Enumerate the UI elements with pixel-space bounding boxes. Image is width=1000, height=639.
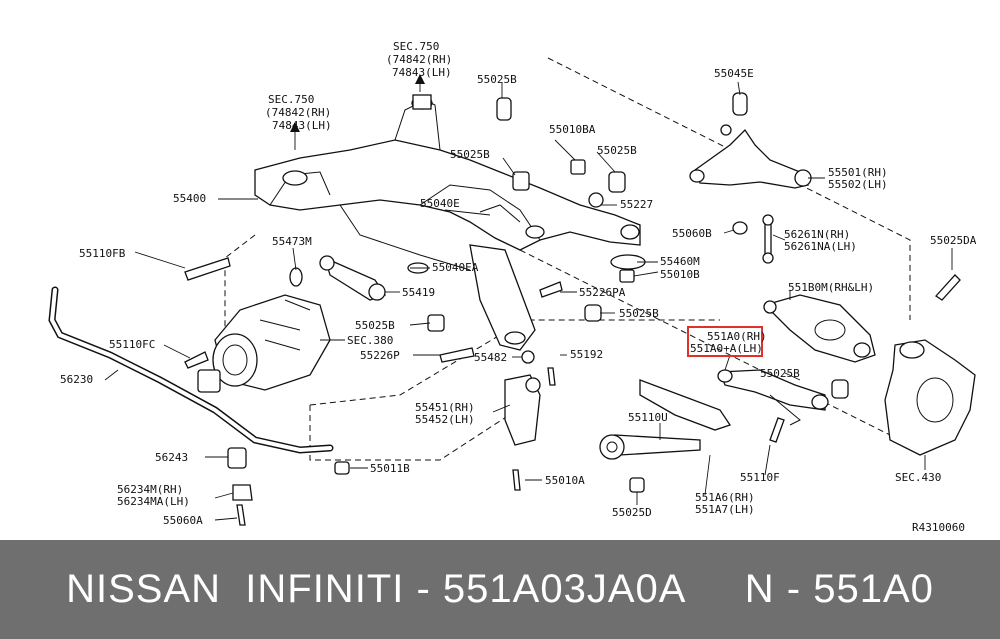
parts-diagram: SEC.750 (74842(RH) 74843(LH) SEC.750 (74… xyxy=(48,40,977,534)
label-55025DA: 55025DA xyxy=(930,234,977,247)
label-sec430: SEC.430 xyxy=(895,471,941,484)
label-551A0-rh: 551A0(RH) xyxy=(707,330,767,343)
label-55482: 55482 xyxy=(474,351,507,364)
label-55045E: 55045E xyxy=(714,67,754,80)
label-55025B-6: 55025B xyxy=(760,367,800,380)
stabilizer-bar-56230 xyxy=(48,286,334,501)
label-55060A: 55060A xyxy=(163,514,203,527)
label-55110FB: 55110FB xyxy=(79,247,126,260)
label-55501: 55501(RH) xyxy=(828,166,888,179)
label-55040E: 55040E xyxy=(420,197,460,210)
label-55010B: 55010B xyxy=(660,268,700,281)
differential-sec380 xyxy=(197,294,331,393)
label-55192: 55192 xyxy=(570,348,603,361)
frame-dashed-mid xyxy=(519,249,901,441)
label-55025D: 55025D xyxy=(612,506,652,519)
frame-dashed-left xyxy=(224,234,256,340)
label-56234MA: 56234MA(LH) xyxy=(117,495,190,508)
label-55473M: 55473M xyxy=(272,235,312,248)
label-55226P: 55226P xyxy=(360,349,400,362)
part-number-banner: NISSAN INFINITI - 551A03JA0A N - 551A0 xyxy=(0,540,1000,639)
label-55025B-1: 55025B xyxy=(477,73,517,86)
label-551B0M: 551B0M(RH&LH) xyxy=(788,281,874,294)
bracket-55451 xyxy=(504,374,541,446)
frame-dashed-upper xyxy=(547,57,911,320)
label-55400: 55400 xyxy=(173,192,206,205)
label-56261NA: 56261NA(LH) xyxy=(784,240,857,253)
label-55452: 55452(LH) xyxy=(415,413,475,426)
label-sec750-left: SEC.750 xyxy=(268,93,314,106)
arm-551A6 xyxy=(639,379,732,431)
label-55010A: 55010A xyxy=(545,474,585,487)
leader-lines xyxy=(104,81,953,521)
highlight-551A0 xyxy=(687,326,763,357)
label-55110U: 55110U xyxy=(628,411,668,424)
label-sec750-left-lh: 74843(LH) xyxy=(272,119,332,132)
frame-dashed-bottom xyxy=(309,394,541,461)
label-55419: 55419 xyxy=(402,286,435,299)
label-55226PA: 55226PA xyxy=(579,286,626,299)
fasteners xyxy=(184,97,961,526)
label-55110FC: 55110FC xyxy=(109,338,155,351)
lower-link-551A0 xyxy=(717,369,829,426)
label-55011B: 55011B xyxy=(370,462,410,475)
label-551A7: 551A7(LH) xyxy=(695,503,755,516)
label-55025B-3: 55025B xyxy=(597,144,637,157)
label-sec750-left-rh: (74842(RH) xyxy=(265,106,331,119)
label-55451: 55451(RH) xyxy=(415,401,475,414)
stabilizer-link-56261N xyxy=(762,214,774,264)
label-55227: 55227 xyxy=(620,198,653,211)
label-56261N: 56261N(RH) xyxy=(784,228,850,241)
label-56230: 56230 xyxy=(60,373,93,386)
label-sec750-upper: SEC.750 xyxy=(393,40,439,53)
label-55025B-4: 55025B xyxy=(619,307,659,320)
label-56234M: 56234M(RH) xyxy=(117,483,183,496)
label-55025B-5: 55025B xyxy=(355,319,395,332)
part-number-text: NISSAN INFINITI - 551A03JA0A N - 551A0 xyxy=(66,567,934,611)
label-55502: 55502(LH) xyxy=(828,178,888,191)
label-55025B-2: 55025B xyxy=(450,148,490,161)
label-sec750-upper-rh: (74842(RH) xyxy=(386,53,452,66)
label-551A6: 551A6(RH) xyxy=(695,491,755,504)
label-55040EA: 55040EA xyxy=(432,261,479,274)
label-55060B: 55060B xyxy=(672,227,712,240)
label-sec750-upper-lh: 74843(LH) xyxy=(392,66,452,79)
label-sec380: SEC.380 xyxy=(347,334,393,347)
label-56243: 56243 xyxy=(155,451,188,464)
label-reference-code: R4310060 xyxy=(912,521,965,534)
toe-link-55110U xyxy=(599,434,701,460)
subframe-55400 xyxy=(254,94,641,351)
label-551A0-lh: 551A0+A(LH) xyxy=(690,342,763,355)
label-55110F: 55110F xyxy=(740,471,780,484)
upper-arm-55501 xyxy=(689,92,812,189)
lower-arm-551B0M xyxy=(763,294,876,363)
knuckle-sec430 xyxy=(884,339,976,456)
label-55460M: 55460M xyxy=(660,255,700,268)
label-55010BA: 55010BA xyxy=(549,123,596,136)
